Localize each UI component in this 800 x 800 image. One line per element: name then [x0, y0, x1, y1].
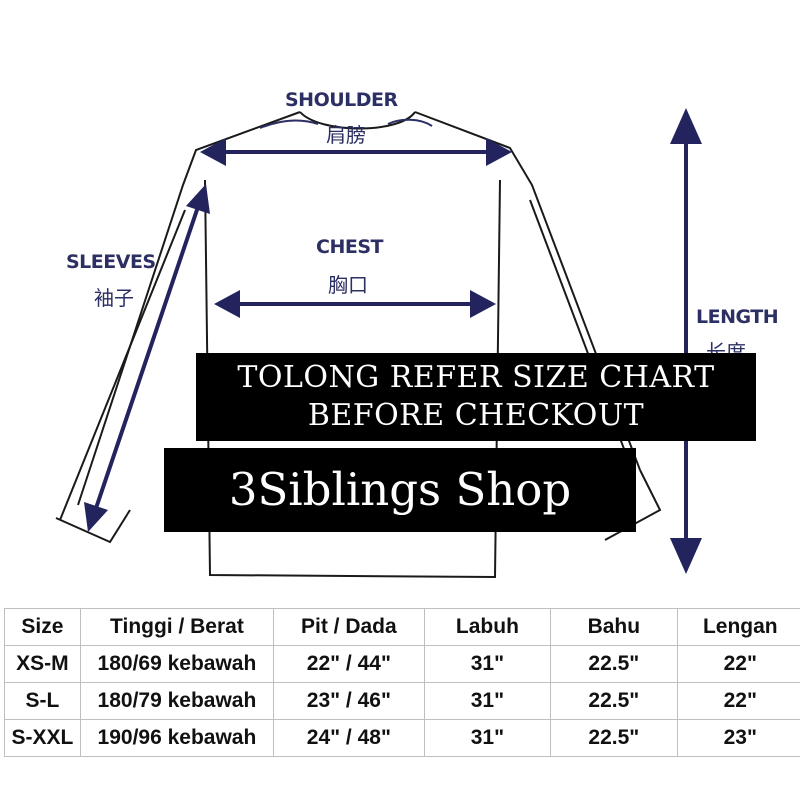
header-bahu: Bahu	[550, 608, 678, 646]
cell-tinggi-berat: 180/69 kebawah	[79, 645, 275, 683]
measure-arrows	[89, 114, 691, 566]
cell-labuh: 31"	[423, 719, 552, 757]
cell-labuh: 31"	[423, 645, 552, 683]
chest-arrow-left-head	[214, 290, 240, 318]
cell-labuh: 31"	[423, 682, 552, 720]
cell-tinggi-berat: 190/96 kebawah	[79, 719, 275, 757]
table-row: XS-M 180/69 kebawah 22" / 44" 31" 22.5" …	[4, 645, 800, 683]
table-row: S-L 180/79 kebawah 23" / 46" 31" 22.5" 2…	[4, 682, 800, 720]
cell-size: XS-M	[4, 645, 81, 683]
chest-arrow-right-head	[470, 290, 496, 318]
cell-bahu: 22.5"	[550, 719, 678, 757]
cell-lengan: 23"	[676, 719, 800, 757]
notice-line-2: BEFORE CHECKOUT	[307, 398, 645, 433]
header-size: Size	[4, 608, 81, 646]
notice-line-1: TOLONG REFER SIZE CHART	[237, 360, 715, 395]
sleeves-arrow	[89, 191, 205, 524]
length-arrow-bottom-head	[670, 538, 702, 574]
sleeves-label: SLEEVES	[66, 251, 156, 273]
length-label: LENGTH	[696, 306, 779, 328]
header-labuh: Labuh	[423, 608, 552, 646]
header-lengan: Lengan	[676, 608, 800, 646]
cell-pit-dada: 24" / 48"	[273, 719, 425, 757]
table-header-row: Size Tinggi / Berat Pit / Dada Labuh Bah…	[4, 608, 800, 646]
shoulder-label: SHOULDER	[285, 89, 398, 111]
sleeves-cn-label: 袖子	[94, 286, 134, 310]
header-pit-dada: Pit / Dada	[273, 608, 425, 646]
cell-lengan: 22"	[676, 645, 800, 683]
cell-bahu: 22.5"	[550, 682, 678, 720]
header-tinggi-berat: Tinggi / Berat	[79, 608, 275, 646]
label-leaders	[259, 118, 433, 129]
shoulder-arrow-left-head	[200, 138, 226, 166]
shoulder-cn-label: 肩膀	[326, 123, 366, 147]
size-table: Size Tinggi / Berat Pit / Dada Labuh Bah…	[4, 608, 800, 757]
shoulder-arrow-right-head	[486, 138, 512, 166]
sleeves-arrow-top-head	[186, 184, 210, 214]
cell-size: S-L	[4, 682, 81, 720]
cell-size: S-XXL	[4, 719, 81, 757]
shop-name-banner: 3Siblings Shop	[164, 448, 636, 532]
cell-lengan: 22"	[676, 682, 800, 720]
length-arrow-top-head	[670, 108, 702, 144]
arrow-heads	[84, 108, 702, 574]
cell-pit-dada: 22" / 44"	[273, 645, 425, 683]
chest-cn-label: 胸口	[328, 273, 368, 297]
cell-bahu: 22.5"	[550, 645, 678, 683]
sleeves-arrow-bottom-head	[84, 502, 108, 532]
cell-tinggi-berat: 180/79 kebawah	[79, 682, 275, 720]
notice-banner: TOLONG REFER SIZE CHART BEFORE CHECKOUT	[196, 353, 756, 441]
table-row: S-XXL 190/96 kebawah 24" / 48" 31" 22.5"…	[4, 719, 800, 757]
chest-label: CHEST	[316, 236, 383, 258]
cell-pit-dada: 23" / 46"	[273, 682, 425, 720]
